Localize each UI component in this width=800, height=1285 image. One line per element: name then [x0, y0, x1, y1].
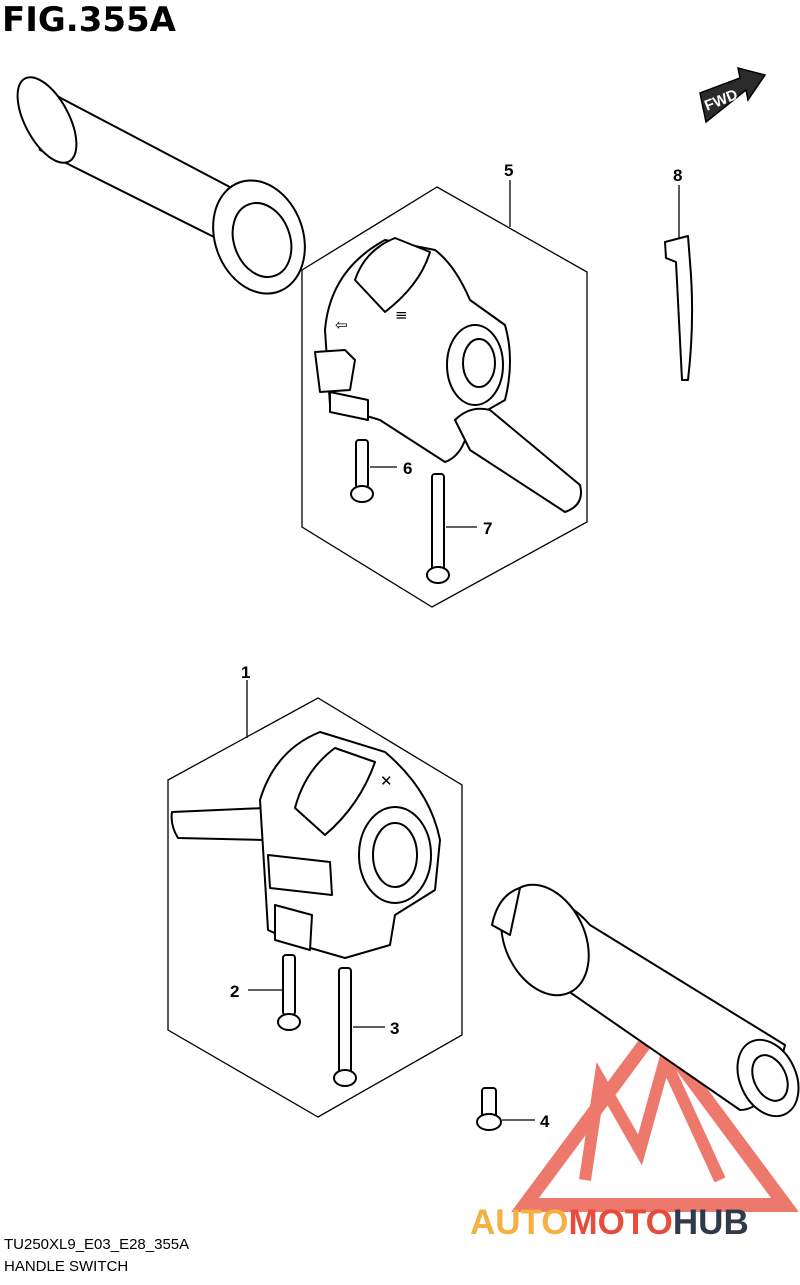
watermark-moto: MOTO: [569, 1203, 673, 1242]
callout-6: 6: [403, 459, 412, 478]
screw-7: [426, 473, 477, 584]
callout-labels: 1 2 3 4 5 6 7 8: [230, 161, 682, 1131]
callout-3: 3: [390, 1019, 399, 1038]
callout-5: 5: [504, 161, 513, 180]
throttle-grip: [491, 883, 800, 1118]
cable-tie: [664, 185, 694, 381]
figure-title: FIG.355A: [2, 0, 176, 40]
watermark-text: AUTOMOTOHUB: [470, 1203, 749, 1242]
fwd-arrow-icon: FWD: [699, 66, 767, 124]
turn-arrow-icon: ⇦: [335, 316, 348, 334]
callout-7: 7: [483, 519, 492, 538]
screw-2: [248, 954, 301, 1031]
screw-3: [333, 967, 385, 1087]
horn-icon: ✕: [380, 772, 393, 790]
svg-text:AUTOMOTOHUB: AUTOMOTOHUB: [470, 1203, 749, 1242]
callout-4: 4: [540, 1112, 550, 1131]
figure-code: TU250XL9_E03_E28_355A: [4, 1236, 190, 1253]
figure-name: HANDLE SWITCH: [4, 1258, 129, 1275]
grip-left: [16, 76, 306, 295]
headlight-icon: ≡: [395, 306, 408, 324]
callout-1: 1: [241, 663, 250, 682]
callout-2: 2: [230, 982, 239, 1001]
callout-8: 8: [673, 166, 682, 185]
screw-6: [350, 439, 397, 503]
watermark-logo: [511, 1018, 799, 1212]
screw-4: [476, 1087, 535, 1131]
watermark-hub: HUB: [673, 1203, 749, 1242]
right-switch-assembly: ⇦ ≡: [301, 180, 588, 608]
watermark-auto: AUTO: [470, 1203, 569, 1242]
left-switch-assembly: ✕: [167, 680, 463, 1118]
